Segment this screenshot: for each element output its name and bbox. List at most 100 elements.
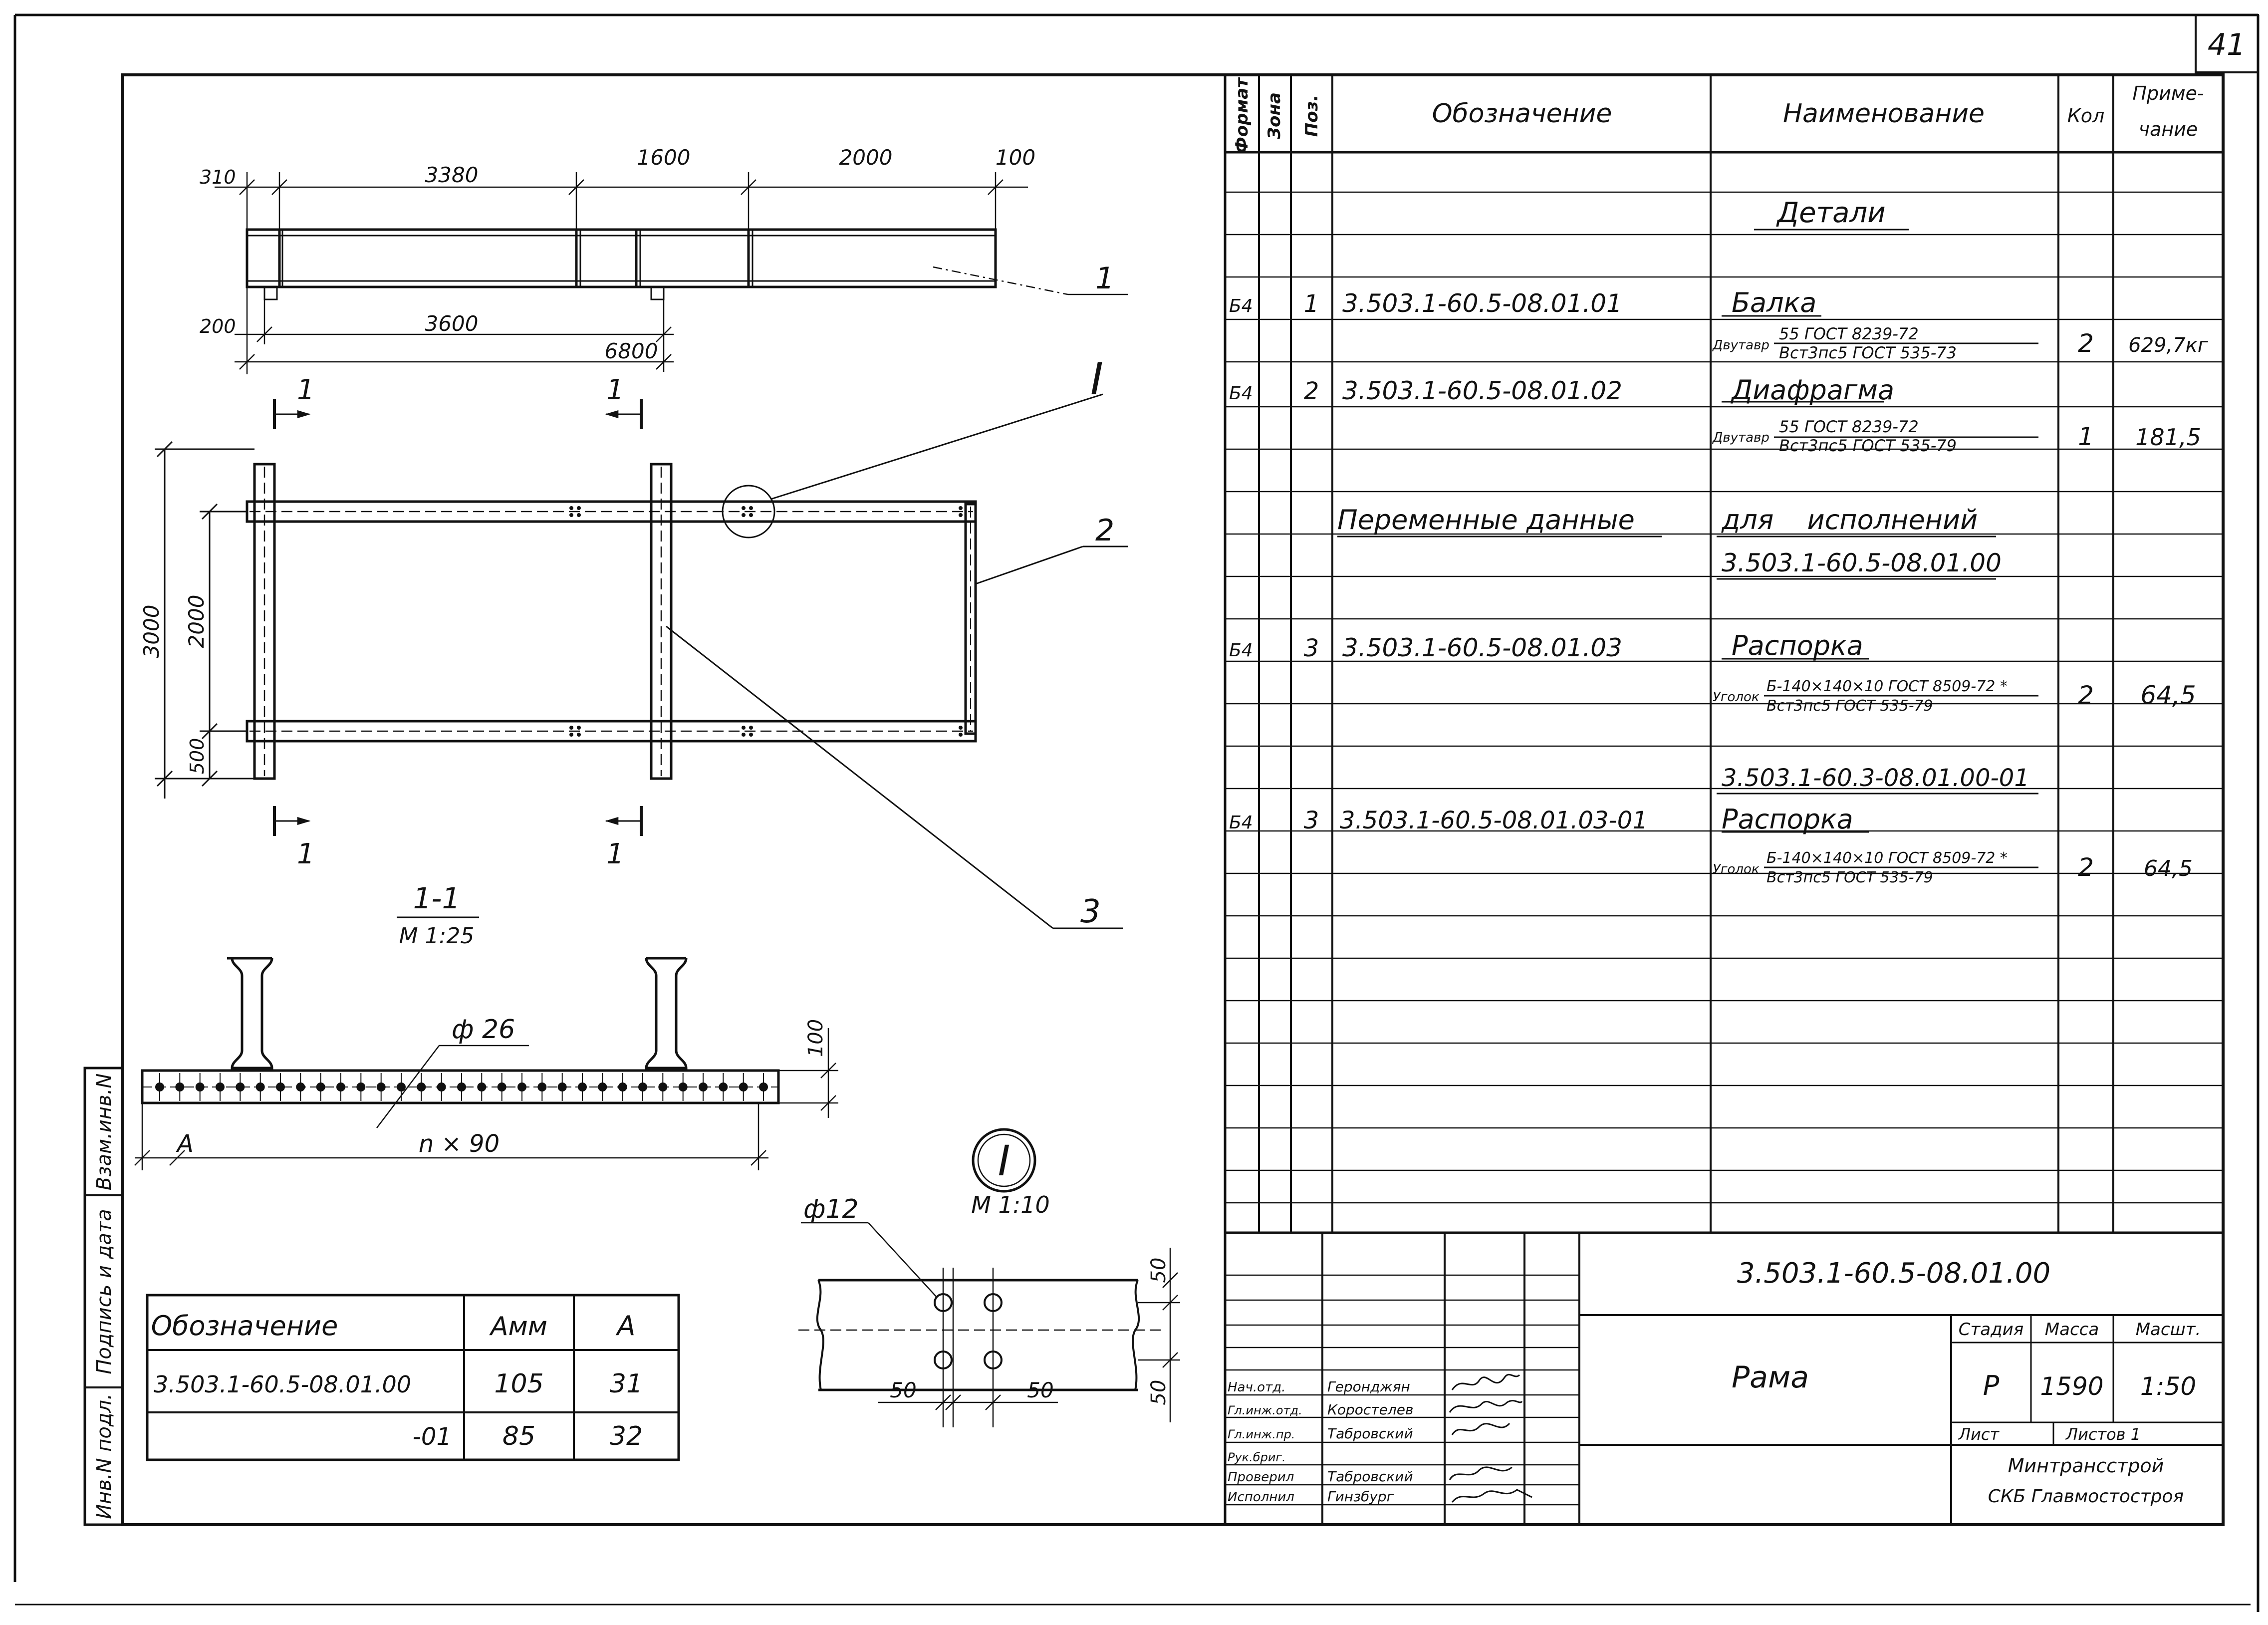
role-name-5: Табровский	[1327, 1468, 1413, 1485]
spec-header-pos: Поз.	[1302, 95, 1322, 137]
item3-qty: 2	[2078, 681, 2094, 710]
dim-1600: 1600	[637, 145, 691, 170]
role-4: Рук.бриг.	[1228, 1450, 1286, 1464]
title-stage: Р	[1983, 1370, 2000, 1401]
leader-label-2: 2	[1095, 513, 1114, 548]
variant-row2-a: 32	[610, 1421, 643, 1451]
title-name: Рама	[1732, 1360, 1809, 1395]
role-name-2: Коростелев	[1327, 1401, 1413, 1418]
item4-material-bottom: Вст3пс5 ГОСТ 535-79	[1766, 869, 1933, 886]
variant-01-code: 3.503.1-60.3-08.01.00-01	[1722, 764, 2029, 792]
item1-material-bottom: Вст3пс5 ГОСТ 535-73	[1779, 343, 1957, 362]
plan-view-annotations	[155, 393, 1128, 929]
item4-qty: 2	[2078, 853, 2094, 882]
section-dim-a: А	[176, 1130, 194, 1158]
item2-format: Б4	[1229, 383, 1253, 404]
spec-header-name: Наименование	[1783, 99, 1985, 129]
leader-label-1: 1	[1095, 261, 1114, 296]
section-dim-100: 100	[804, 1019, 827, 1057]
detail-dim-50-right: 50	[1027, 1378, 1053, 1402]
sheet-number: 41	[2208, 27, 2246, 62]
spec-header-note-1: Приме-	[2132, 82, 2204, 104]
variant-header-designation: Обозначение	[151, 1310, 338, 1342]
dim-500: 500	[186, 738, 208, 775]
item4-material-prefix: Уголок	[1713, 862, 1760, 877]
title-mass: 1590	[2040, 1372, 2103, 1401]
role-2: Гл.инж.отд.	[1228, 1403, 1302, 1417]
detail-scale: М 1:10	[971, 1191, 1050, 1218]
role-6: Исполнил	[1228, 1490, 1294, 1505]
variable-data-left: Переменные данные	[1337, 504, 1635, 536]
variant-row1-a: 31	[610, 1369, 643, 1399]
dim-200: 200	[200, 315, 236, 337]
title-sheet-label: Лист	[1958, 1425, 2000, 1444]
item2-qty: 1	[2078, 422, 2094, 451]
role-name-3: Табровский	[1327, 1425, 1413, 1442]
spec-header-designation: Обозначение	[1432, 99, 1612, 129]
role-name-1: Геронджян	[1327, 1378, 1410, 1395]
item3-material-top: Б-140×140×10 ГОСТ 8509-72 *	[1766, 678, 2008, 695]
title-stage-label: Стадия	[1959, 1320, 2023, 1340]
item3-name: Распорка	[1732, 630, 1863, 661]
section-view-plate	[141, 1069, 780, 1104]
spec-header-zone: Зона	[1264, 92, 1284, 140]
title-scale-label: Масшт.	[2136, 1320, 2201, 1340]
item3-note: 64,5	[2140, 681, 2196, 710]
detail-mark-symbol	[972, 1128, 1036, 1193]
item4-material-top: Б-140×140×10 ГОСТ 8509-72 *	[1766, 849, 2008, 867]
item1-qty: 2	[2078, 329, 2094, 358]
item2-material-top: 55 ГОСТ 8239-72	[1779, 417, 1919, 436]
title-org-2: СКБ Главмостостроя	[1988, 1486, 2184, 1507]
item1-note: 629,7кг	[2128, 334, 2209, 357]
variant-row1-designation: 3.503.1-60.5-08.01.00	[154, 1371, 411, 1398]
variant-header-a: А	[616, 1310, 636, 1342]
item2-material-bottom: Вст3пс5 ГОСТ 535-79	[1779, 436, 1957, 455]
section-scale: М 1:25	[399, 923, 475, 949]
title-sheets-label: Листов 1	[2065, 1425, 2141, 1444]
leader-label-3: 3	[1080, 893, 1101, 930]
side-stamp	[83, 1067, 124, 1526]
item2-note: 181,5	[2135, 424, 2201, 451]
variable-data-right: для исполнений	[1721, 504, 1978, 536]
side-stamp-inv-orig: Инв.N подл.	[93, 1393, 116, 1519]
detail-view-drawing	[798, 1222, 1180, 1427]
plan-view-frame	[246, 463, 977, 780]
cut-mark-bottom-right: 1	[606, 838, 624, 870]
item2-name: Диафрагма	[1731, 374, 1894, 406]
item1-name: Балка	[1732, 287, 1816, 318]
item1-material-top: 55 ГОСТ 8239-72	[1779, 324, 1919, 343]
section-dia-label: ф 26	[452, 1015, 515, 1045]
side-stamp-inv-swap: Взам.инв.N	[93, 1074, 116, 1190]
dim-100-top: 100	[996, 145, 1035, 170]
dim-6800: 6800	[605, 339, 658, 363]
section-title: 1-1	[413, 881, 461, 915]
title-doc-code: 3.503.1-60.5-08.01.00	[1737, 1257, 2050, 1290]
item1-material-prefix: Двутавр	[1712, 338, 1769, 353]
role-name-6: Гинзбург	[1327, 1488, 1394, 1505]
item2-material-prefix: Двутавр	[1712, 430, 1769, 445]
signatures	[1449, 1373, 1532, 1503]
item3-pos: 3	[1304, 634, 1319, 662]
spec-header-note-2: чание	[2139, 118, 2198, 140]
detail-dim-50-top: 50	[1147, 1258, 1170, 1283]
item4-designation: 3.503.1-60.5-08.01.03-01	[1340, 807, 1648, 834]
dim-2000-plan: 2000	[184, 595, 209, 648]
title-scale: 1:50	[2140, 1372, 2196, 1401]
section-view-dimensions	[134, 1028, 838, 1170]
detail-dia-label: ф12	[803, 1194, 859, 1224]
variant-00-code: 3.503.1-60.5-08.01.00	[1722, 548, 2002, 577]
signature-list: Нач.отд. Геронджян Гл.инж.отд. Коростеле…	[1228, 1378, 1413, 1505]
detail-mark-label: I	[1090, 353, 1103, 405]
side-stamp-sign-date: Подпись и дата	[93, 1209, 116, 1374]
top-view-dimensions	[215, 172, 1128, 374]
top-view-beam	[246, 228, 997, 300]
dim-3380: 3380	[425, 163, 479, 187]
detail-dim-50-left: 50	[890, 1378, 916, 1402]
cut-mark-bottom-left: 1	[297, 838, 315, 870]
cut-mark-top-right: 1	[606, 374, 624, 406]
title-block-grid	[1224, 1231, 2225, 1526]
section-view-holes	[155, 1073, 768, 1101]
item3-format: Б4	[1229, 640, 1253, 661]
dim-3600: 3600	[425, 311, 479, 336]
variant-table-grid	[146, 1294, 680, 1461]
